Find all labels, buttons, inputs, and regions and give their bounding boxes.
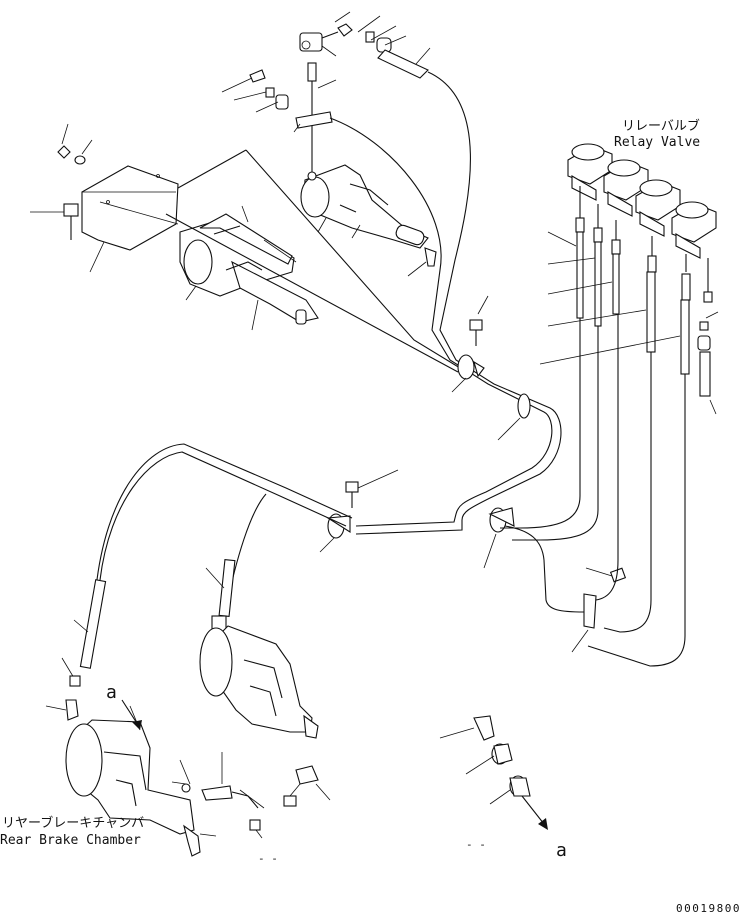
hose-center [218, 559, 236, 617]
fitting-v4 [647, 255, 657, 273]
connector-clip [249, 819, 261, 831]
hose-v1 [576, 231, 584, 319]
center-chamber-cap [199, 627, 233, 697]
top-fittings [221, 11, 431, 175]
relay-valve-4 [671, 201, 717, 259]
relay-valves [500, 143, 719, 667]
elbow-upper [424, 247, 437, 267]
union-vertical [307, 62, 317, 82]
nut-top [365, 31, 375, 43]
cylinder-elbow [295, 309, 307, 325]
view-marker-bottom: a [556, 840, 567, 861]
sleeve-top [376, 37, 392, 53]
bolt-right [609, 567, 627, 583]
connector-2 [283, 795, 297, 807]
elbow-left-lower [65, 699, 79, 721]
bracket-group [30, 123, 179, 273]
switch-2 [295, 765, 319, 785]
relay-valve-label-jp: リレーバルブ [622, 118, 700, 134]
tee-fitting [299, 32, 323, 52]
rear-brake-label-en: Rear Brake Chamber [0, 833, 141, 848]
relay-valve-label-en: Relay Valve [614, 135, 700, 150]
rear-brake-chamber-cap [65, 723, 103, 797]
rear-brake-label-jp: リヤーブレーキチャンバ [2, 815, 144, 831]
view-arrow-a-bottom [521, 795, 545, 825]
elbow-left [249, 69, 266, 83]
grommet [517, 393, 531, 419]
bolt-mid [469, 319, 483, 331]
bolt-lower [345, 481, 359, 493]
main-tubes [165, 71, 562, 535]
middle-actuator [179, 205, 319, 331]
cylinder-cap [183, 239, 213, 285]
bolt [63, 203, 79, 217]
clamps [319, 295, 627, 653]
washer [74, 155, 86, 165]
text-labels: リレーバルブ Relay Valve リヤーブレーキチャンバ Rear Brak… [0, 118, 741, 915]
rear-chamber-elbow [183, 824, 201, 857]
hose-v3 [612, 253, 620, 315]
relay-valve-2 [603, 159, 649, 217]
mounting-bracket [81, 165, 179, 251]
left-tube-and-chamber [45, 443, 353, 857]
actuator-rod-end [395, 224, 425, 246]
pressure-switch [201, 785, 233, 801]
sleeve-left [275, 94, 289, 110]
clamp-lower-right [583, 593, 597, 629]
view-marker-top: a [106, 682, 117, 703]
fitting-v3 [611, 239, 621, 255]
cylinder-top-pipe [199, 213, 293, 265]
nut-left-lower [69, 675, 81, 687]
hose-v4 [646, 271, 656, 353]
elbow-fitting [321, 23, 353, 39]
dash-left: - - [258, 852, 278, 865]
bottom-right-fittings [439, 715, 548, 830]
hose-left [79, 579, 107, 669]
actuator-cap [300, 176, 330, 218]
fitting-v6 [703, 291, 713, 303]
clamp-upper [457, 354, 475, 380]
fitting-v1 [575, 217, 585, 233]
hose-short-mid [295, 111, 333, 129]
switch-connectors [179, 752, 331, 839]
relay-valve-1 [567, 143, 613, 201]
relay-valve-3 [635, 179, 681, 237]
upper-actuator [300, 164, 437, 277]
center-chamber [199, 493, 319, 739]
nut-v6 [699, 321, 709, 331]
drawing-number: 00019800 [676, 902, 741, 915]
dash-right: - - [466, 838, 486, 851]
hose-v6 [699, 351, 711, 397]
center-chamber-elbow [303, 714, 319, 739]
sleeve-v6 [697, 335, 711, 351]
hex-nut [57, 145, 71, 159]
elbow-br1 [473, 715, 495, 741]
fitting-v2 [593, 227, 603, 243]
hose-v5 [680, 299, 690, 375]
nut-left [265, 87, 275, 98]
hose-short-top [377, 49, 429, 79]
fitting-v5 [681, 273, 691, 301]
small-ring [181, 783, 191, 793]
